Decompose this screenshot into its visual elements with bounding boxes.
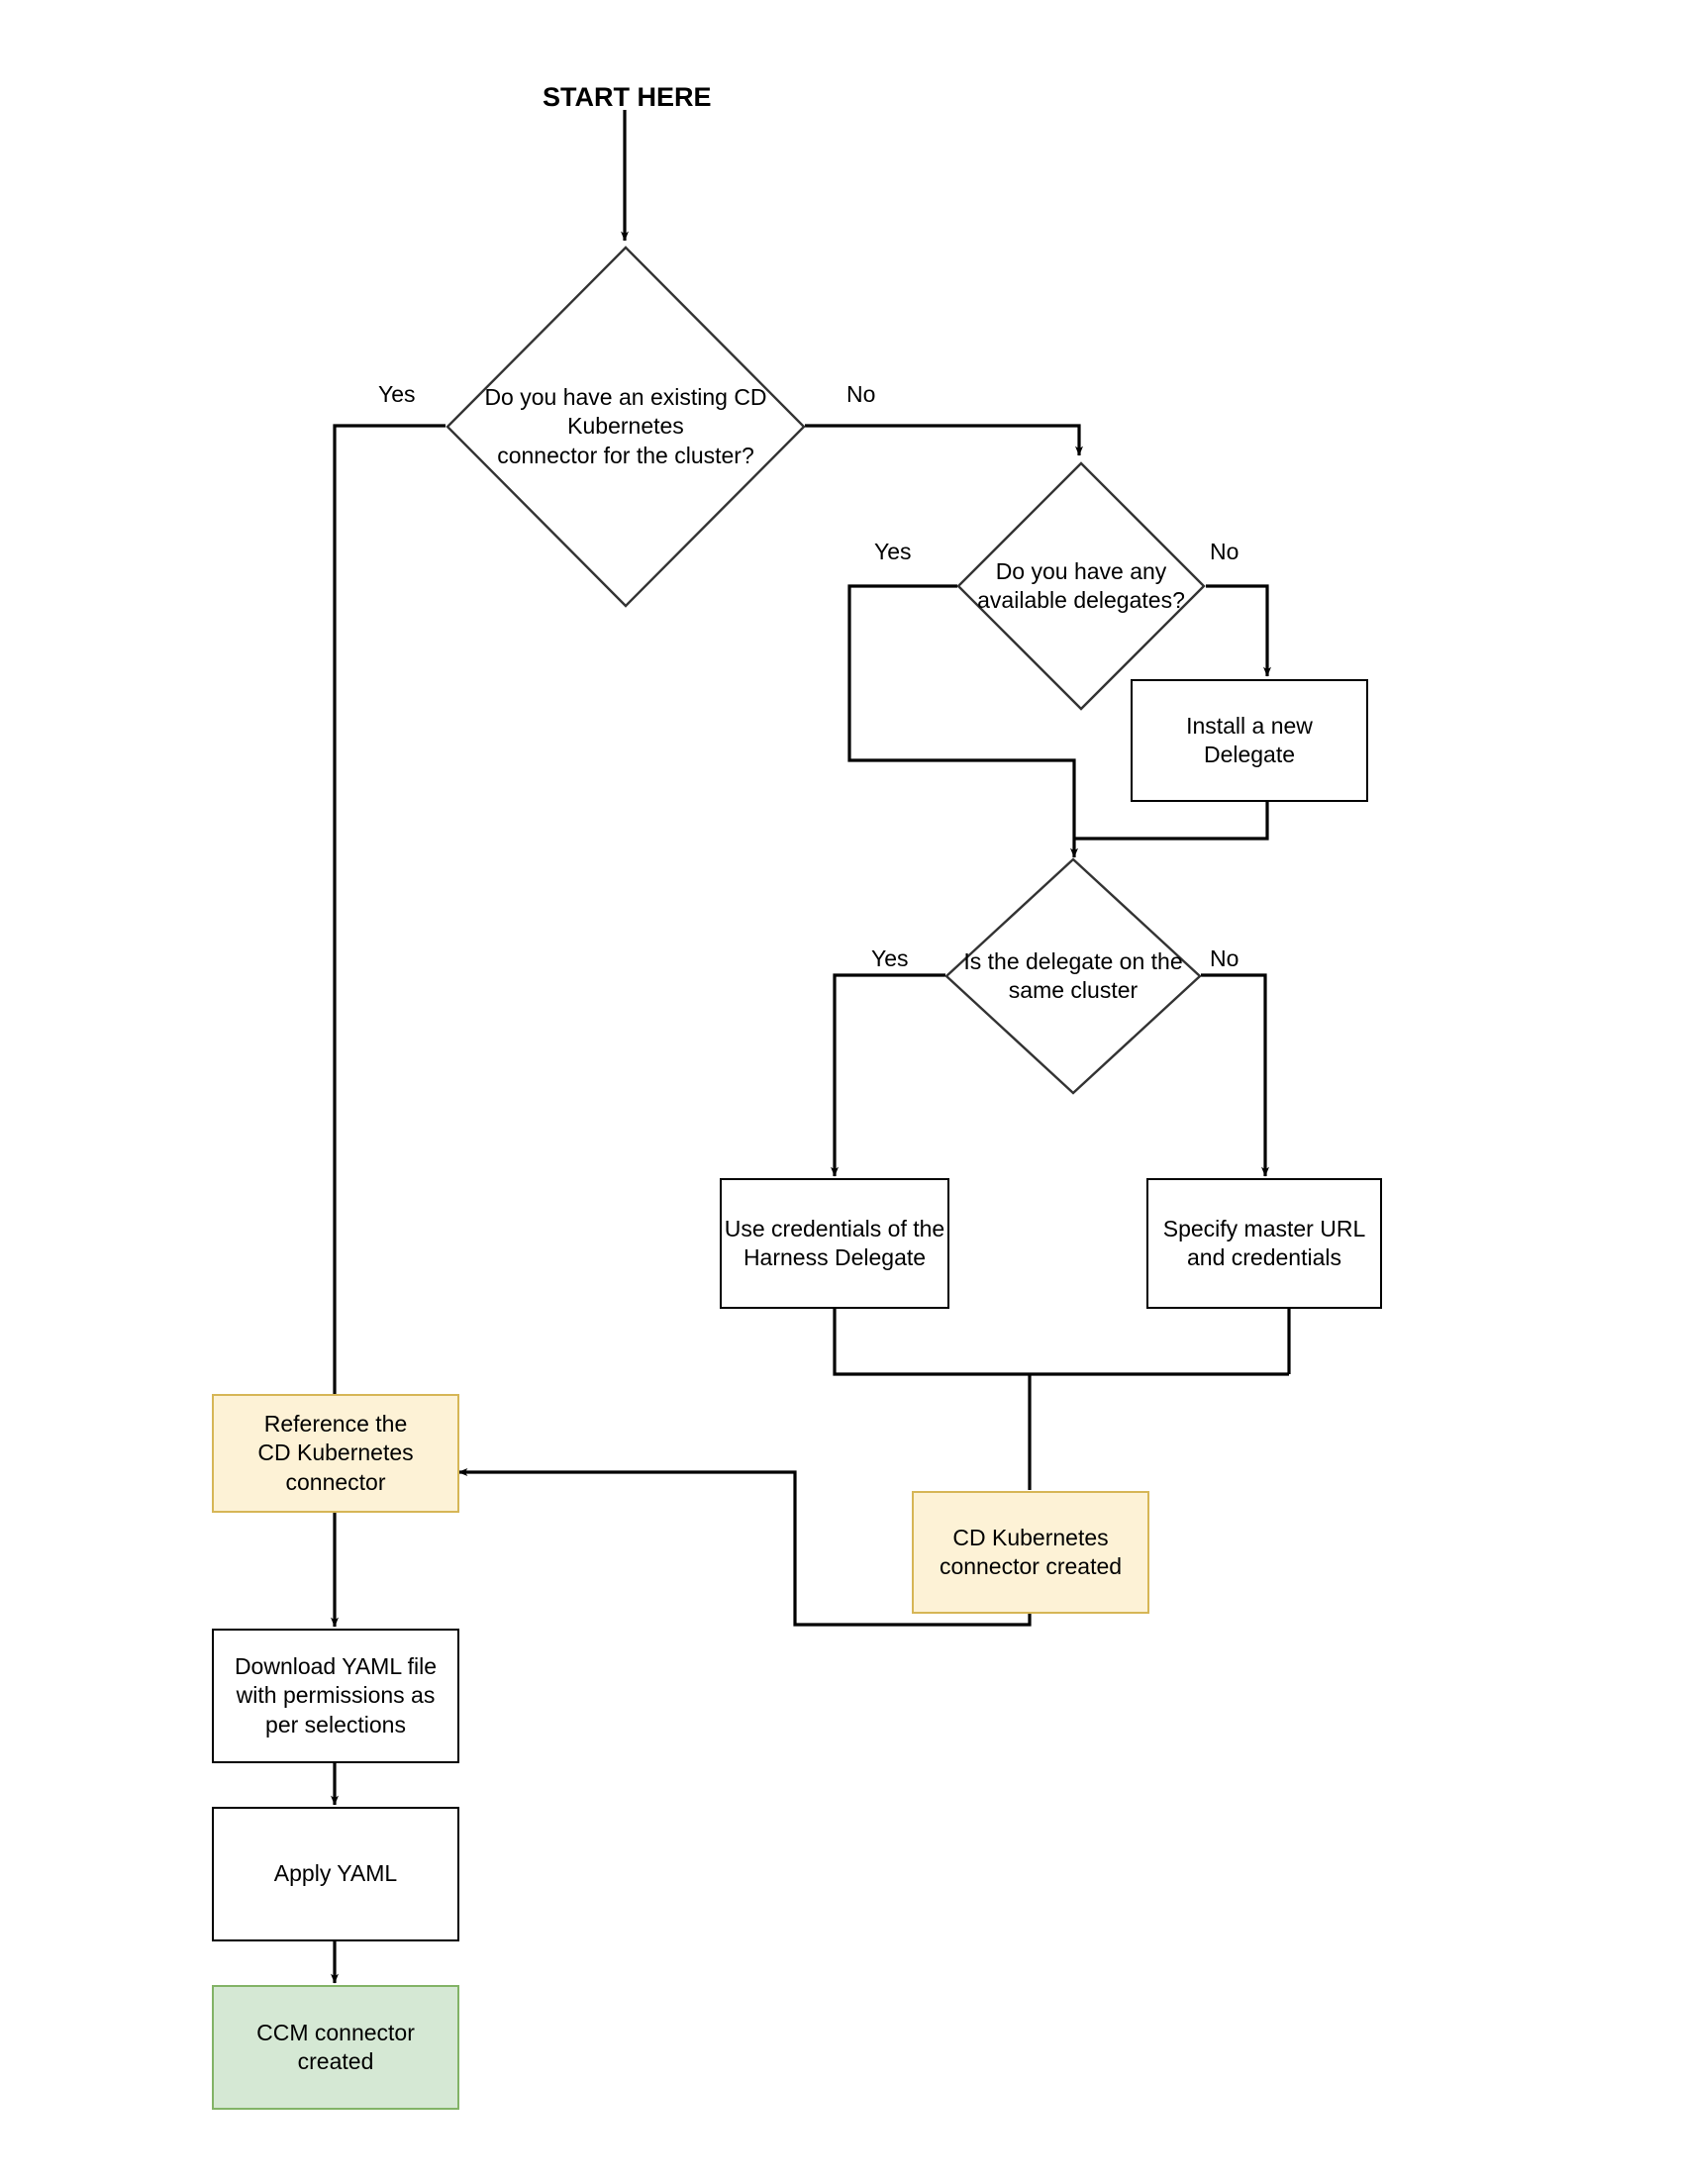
specify-master-url-box[interactable]: Specify master URL and credentials [1146,1178,1382,1309]
use-credentials-line1: Use credentials of the [724,1215,945,1241]
edge-decision2-no [1206,584,1271,677]
specify-url-line2: and credentials [1186,1244,1341,1270]
reference-cd-kubernetes-connector-box[interactable]: Reference the CD Kubernetes connector [212,1394,459,1513]
ccm-connector-created-line2: created [297,2048,374,2074]
ccm-connector-created-box[interactable]: CCM connector created [212,1985,459,2110]
download-yaml-line2: with permissions as [236,1682,436,1709]
download-yaml-line3: per selections [265,1711,406,1737]
cd-connector-created-line2: connector created [939,1553,1123,1579]
edge-use-credentials-to-merge [833,1309,1289,1376]
apply-yaml-label: Apply YAML [273,1860,398,1887]
download-yaml-box[interactable]: Download YAML file with permissions as p… [212,1629,459,1763]
decision2-line1: Do you have any [995,557,1167,584]
edge-decision3-no [1201,973,1269,1177]
apply-yaml-box[interactable]: Apply YAML [212,1807,459,1941]
download-yaml-line1: Download YAML file [234,1652,438,1679]
install-new-delegate-box[interactable]: Install a new Delegate [1131,679,1368,802]
start-here-label: START HERE [543,82,712,112]
decision3-line1: Is the delegate on the [963,947,1183,974]
decision1-line3: connector for the cluster? [497,442,754,468]
ccm-connector-created-line1: CCM connector [256,2019,415,2045]
edge-decision1-yes [331,424,446,1406]
cd-connector-created-line1: CD Kubernetes [952,1524,1109,1550]
decision1-line2: Kubernetes [567,413,684,440]
specify-url-line1: Specify master URL [1162,1215,1366,1241]
decision-available-delegates-label: Do you have any available delegates? [956,461,1206,711]
decision-existing-cd-connector-label: Do you have an existing CD Kubernetes co… [446,246,806,608]
install-delegate-line2: Delegate [1203,742,1296,767]
edge-decision3-yes [831,973,945,1177]
edge-decision1-no [805,424,1083,456]
edge-install-delegate-to-merge [1074,800,1269,841]
use-harness-delegate-credentials-box[interactable]: Use credentials of the Harness Delegate [720,1178,949,1309]
reference-connector-line2: CD Kubernetes [257,1439,414,1466]
cd-kubernetes-connector-created-box[interactable]: CD Kubernetes connector created [912,1491,1149,1614]
decision2-line2: available delegates? [977,587,1185,613]
decision-available-delegates[interactable]: Do you have any available delegates? [956,461,1206,711]
decision1-line1: Do you have an existing CD [484,383,767,410]
edge-label-decision2-yes: Yes [874,539,912,564]
edge-label-decision2-no: No [1210,539,1239,564]
install-delegate-line1: Install a new [1186,712,1313,739]
use-credentials-line2: Harness Delegate [743,1244,927,1270]
reference-connector-line3: connector [285,1468,386,1495]
edge-label-decision1-yes: Yes [378,381,416,407]
edge-label-decision1-no: No [846,381,876,407]
edge-label-decision3-no: No [1210,945,1239,971]
decision-delegate-same-cluster-label: Is the delegate on the same cluster [944,857,1202,1095]
decision3-line2: same cluster [1008,977,1139,1003]
decision-existing-cd-connector[interactable]: Do you have an existing CD Kubernetes co… [446,246,806,608]
decision-delegate-same-cluster[interactable]: Is the delegate on the same cluster [944,857,1202,1095]
reference-connector-line1: Reference the [263,1410,408,1437]
edge-label-decision3-yes: Yes [871,945,909,971]
